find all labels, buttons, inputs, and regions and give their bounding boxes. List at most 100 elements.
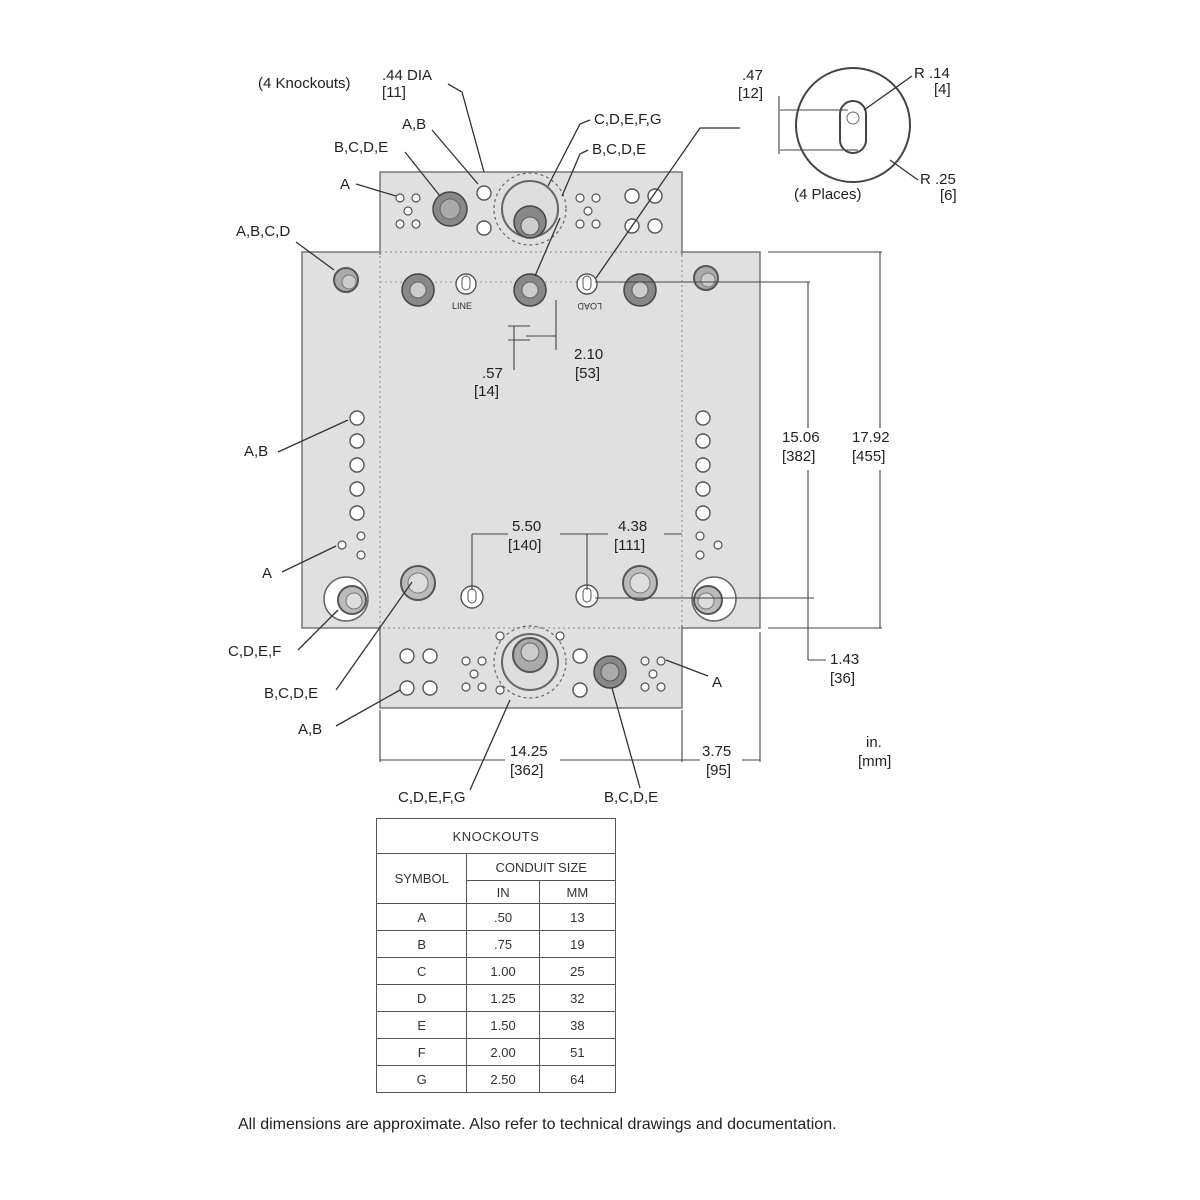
knockout-a-cluster-icon bbox=[395, 193, 421, 229]
four-places-label: (4 Places) bbox=[794, 186, 862, 203]
bcde-top-left-label: B,C,D,E bbox=[334, 139, 388, 156]
table-cell-in: 2.00 bbox=[466, 1038, 540, 1066]
dim-1792: 17.92 bbox=[852, 429, 890, 446]
a-left-label: A bbox=[262, 565, 272, 582]
a-top-left-label: A bbox=[340, 176, 350, 193]
enclosure-body bbox=[301, 171, 761, 709]
bottom-flange-knockouts bbox=[399, 625, 666, 699]
dimension-values: .47 [12] R .14 [4] R .25 [6] (4 Places) … bbox=[474, 65, 957, 779]
dim-143: 1.43 bbox=[830, 651, 859, 668]
right-side-knockouts bbox=[695, 410, 723, 560]
knockout-a-cluster-icon bbox=[640, 656, 666, 692]
line-label: LINE bbox=[452, 301, 472, 311]
line-terminal-icon bbox=[455, 273, 477, 295]
table-cell-in: 1.25 bbox=[466, 984, 540, 1012]
bcde-bottom-left-label: B,C,D,E bbox=[264, 685, 318, 702]
dimension-lines bbox=[379, 251, 882, 762]
knockout-cdefg-icon bbox=[493, 172, 567, 246]
main-plate-bottom-row bbox=[323, 565, 737, 622]
dim-1506-mm: [382] bbox=[782, 448, 815, 465]
knockout-bcde-icon bbox=[593, 655, 627, 689]
footnote: All dimensions are approximate. Also ref… bbox=[238, 1116, 837, 1133]
table-cell-mm: 32 bbox=[538, 984, 617, 1012]
table-cell-mm: 38 bbox=[538, 1011, 617, 1039]
bcde-bottom-right-label: B,C,D,E bbox=[604, 789, 658, 806]
abcd-label: A,B,C,D bbox=[236, 223, 290, 240]
ab-top-label: A,B bbox=[402, 116, 426, 133]
dim-210: 2.10 bbox=[574, 346, 603, 363]
knockout-ab-icon bbox=[476, 220, 492, 236]
dim-550-mm: [140] bbox=[508, 537, 541, 554]
knockout-bcde-icon bbox=[622, 565, 658, 601]
callout-labels: (4 Knockouts) .44 DIA [11] A,B B,C,D,E A… bbox=[228, 67, 891, 806]
knockout-small-cluster-icon bbox=[575, 193, 601, 229]
table-cell-in: 2.50 bbox=[466, 1065, 540, 1093]
top-dia-label: .44 DIA bbox=[382, 67, 432, 84]
dim-143-mm: [36] bbox=[830, 670, 855, 687]
dim-375: 3.75 bbox=[702, 743, 731, 760]
cdefg-top-label: C,D,E,F,G bbox=[594, 111, 662, 128]
inner-dotted-outline bbox=[379, 251, 683, 629]
ab-left-label: A,B bbox=[244, 443, 268, 460]
dim-057-mm: [14] bbox=[474, 383, 499, 400]
table-cell-mm: 64 bbox=[538, 1065, 617, 1093]
knockout-bcde-icon bbox=[400, 565, 436, 601]
dim-438: 4.38 bbox=[618, 518, 647, 535]
knockout-cdefg-icon bbox=[493, 625, 567, 699]
knockout-small-cluster-icon bbox=[461, 656, 487, 692]
dim-r025: R .25 bbox=[920, 171, 956, 188]
knockout-cdef-icon bbox=[691, 576, 737, 622]
table-cell-symbol: C bbox=[375, 957, 468, 985]
top-knockouts-label: (4 Knockouts) bbox=[258, 75, 351, 92]
dim-438-mm: [111] bbox=[614, 537, 645, 554]
table-cell-symbol: F bbox=[375, 1038, 468, 1066]
dim-1425-mm: [362] bbox=[510, 762, 543, 779]
dim-1792-mm: [455] bbox=[852, 448, 885, 465]
units-label: in. bbox=[866, 734, 882, 751]
knockout-ab-icon bbox=[647, 188, 663, 204]
keyhole-detail bbox=[778, 67, 919, 183]
table-cell-in: .50 bbox=[466, 903, 540, 931]
top-dia-mm-label: [11] bbox=[382, 84, 406, 101]
load-terminal-icon bbox=[576, 273, 598, 295]
main-plate bbox=[301, 251, 761, 629]
table-title: KNOCKOUTS bbox=[376, 818, 616, 854]
table-cell-in: .75 bbox=[466, 930, 540, 958]
table-cell-mm: 51 bbox=[538, 1038, 617, 1066]
table-cell-mm: 25 bbox=[538, 957, 617, 985]
table-col-symbol: SYMBOL bbox=[375, 853, 468, 904]
table-col-conduit: CONDUIT SIZE bbox=[466, 853, 616, 881]
knockout-bcde-icon bbox=[432, 191, 468, 227]
mounting-hole-icon bbox=[693, 265, 719, 291]
dim-r025-mm: [6] bbox=[940, 187, 957, 204]
dim-1506: 15.06 bbox=[782, 429, 820, 446]
table-cell-mm: 13 bbox=[538, 903, 617, 931]
dim-210-mm: [53] bbox=[575, 365, 600, 382]
table-cell-symbol: G bbox=[375, 1065, 468, 1093]
knockout-bcde-icon bbox=[623, 273, 657, 307]
mounting-hole-icon bbox=[333, 267, 359, 293]
table-cell-mm: 19 bbox=[538, 930, 617, 958]
table-cell-symbol: D bbox=[375, 984, 468, 1012]
ab-bottom-left-label: A,B bbox=[298, 721, 322, 738]
dim-375-mm: [95] bbox=[706, 762, 731, 779]
dim-057: .57 bbox=[482, 365, 503, 382]
table-cell-symbol: B bbox=[375, 930, 468, 958]
dim-r014-mm: [4] bbox=[934, 81, 951, 98]
table-cell-symbol: A bbox=[375, 903, 468, 931]
cdefg-bottom-label: C,D,E,F,G bbox=[398, 789, 466, 806]
dim-047: .47 bbox=[742, 67, 763, 84]
knockout-bcde-icon bbox=[513, 273, 547, 307]
knockout-ab-icon bbox=[476, 185, 492, 201]
table-cell-in: 1.00 bbox=[466, 957, 540, 985]
a-bottom-right-label: A bbox=[712, 674, 722, 691]
knockout-ab-icon bbox=[647, 218, 663, 234]
main-plate-top-row: LINE LOAD bbox=[333, 265, 719, 311]
